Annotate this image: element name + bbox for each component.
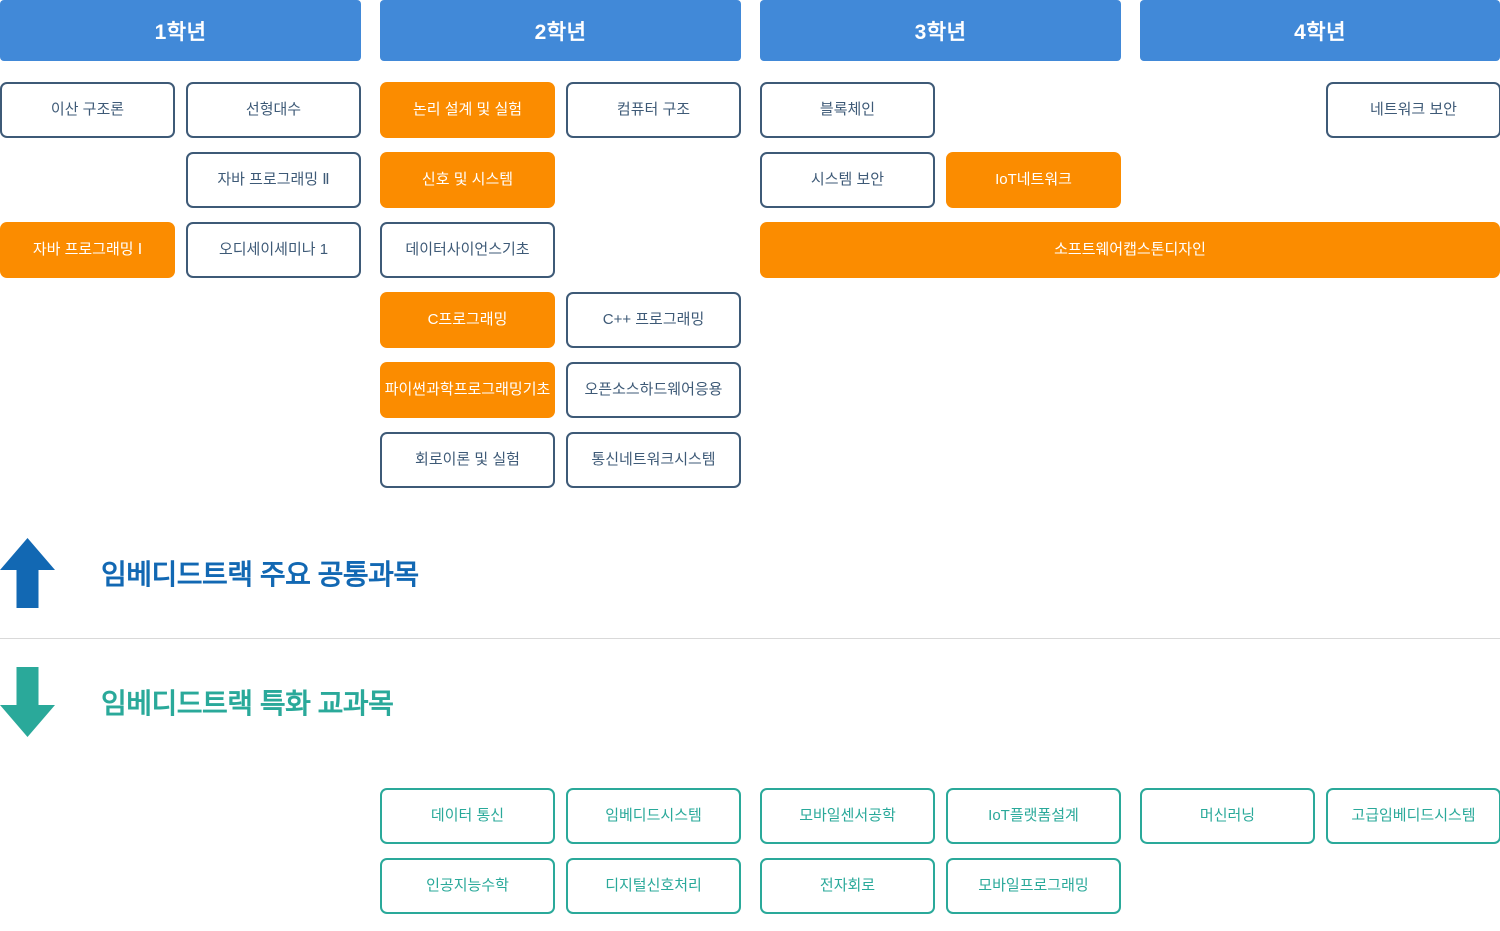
special-course-box: 인공지능수학 — [380, 858, 555, 914]
year-header: 4학년 — [1140, 0, 1500, 61]
course-box: 신호 및 시스템 — [380, 152, 555, 208]
special-section-title: 임베디드트랙 특화 교과목 — [101, 688, 394, 719]
course-box: 컴퓨터 구조 — [566, 82, 741, 138]
course-box: 오디세이세미나 1 — [186, 222, 361, 278]
course-box: 회로이론 및 실험 — [380, 432, 555, 488]
course-box: 자바 프로그래밍 Ⅱ — [186, 152, 361, 208]
special-section-title-row: 임베디드트랙 특화 교과목 — [0, 667, 394, 737]
common-section-title: 임베디드트랙 주요 공통과목 — [101, 559, 419, 590]
course-box: C++ 프로그래밍 — [566, 292, 741, 348]
year-header: 3학년 — [760, 0, 1121, 61]
course-box: C프로그래밍 — [380, 292, 555, 348]
year-header: 1학년 — [0, 0, 361, 61]
special-course-box: 임베디드시스템 — [566, 788, 741, 844]
course-box: 자바 프로그래밍 Ⅰ — [0, 222, 175, 278]
special-course-box: 고급임베디드시스템 — [1326, 788, 1500, 844]
special-course-box: 전자회로 — [760, 858, 935, 914]
common-section-title-row: 임베디드트랙 주요 공통과목 — [0, 538, 419, 608]
course-box: 네트워크 보안 — [1326, 82, 1500, 138]
course-box: IoT네트워크 — [946, 152, 1121, 208]
year-header: 2학년 — [380, 0, 741, 61]
course-box: 블록체인 — [760, 82, 935, 138]
course-box: 시스템 보안 — [760, 152, 935, 208]
up-arrow-icon — [0, 538, 55, 608]
course-box: 이산 구조론 — [0, 82, 175, 138]
course-box: 파이썬과학프로그래밍기초 — [380, 362, 555, 418]
course-box: 오픈소스하드웨어응용 — [566, 362, 741, 418]
section-divider — [0, 638, 1500, 639]
course-box: 소프트웨어캡스톤디자인 — [760, 222, 1500, 278]
down-arrow-icon — [0, 667, 55, 737]
special-course-box: 디지털신호처리 — [566, 858, 741, 914]
course-box: 선형대수 — [186, 82, 361, 138]
special-course-box: IoT플랫폼설계 — [946, 788, 1121, 844]
special-course-box: 모바일센서공학 — [760, 788, 935, 844]
course-box: 논리 설계 및 실험 — [380, 82, 555, 138]
special-course-box: 데이터 통신 — [380, 788, 555, 844]
special-course-box: 모바일프로그래밍 — [946, 858, 1121, 914]
course-box: 데이터사이언스기초 — [380, 222, 555, 278]
special-course-box: 머신러닝 — [1140, 788, 1315, 844]
course-box: 통신네트워크시스템 — [566, 432, 741, 488]
